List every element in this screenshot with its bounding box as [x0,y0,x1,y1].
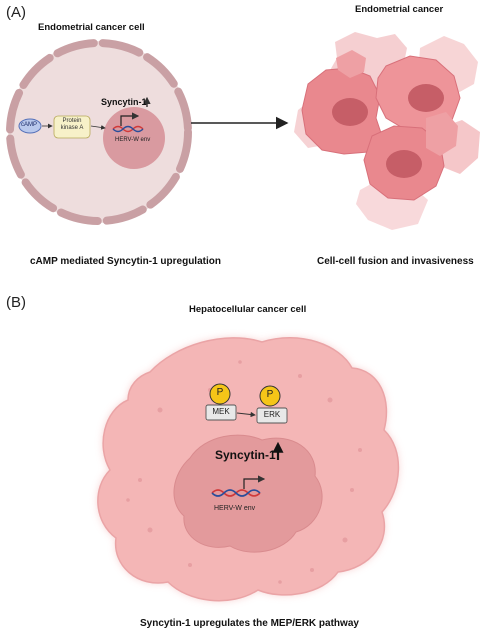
herv-label-b: HERV-W env [214,505,256,512]
cytoplasm-speckles [126,360,362,584]
caption-mep-erk: Syncytin-1 upregulates the MEP/ERK pathw… [140,618,359,629]
herv-label-a: HERV-W env [115,137,151,143]
endometrial-cell [6,39,192,225]
phospho-label-erk: P [266,389,274,400]
pka-to-gene-arrow [90,125,106,130]
syncytin-label-b: Syncytin-1 [215,448,276,462]
panel-b-diagram [97,337,400,602]
camp-label: cAMP [21,122,38,128]
panel-b-label: (B) [6,294,26,311]
panel-a-diagram [6,32,480,230]
mek-to-erk-arrow [236,411,256,418]
phospho-icon-erk [259,385,281,407]
caption-cell-fusion: Cell-cell fusion and invasiveness [317,256,474,267]
dna-helix-icon [112,125,144,133]
camp-node [18,118,42,134]
endometrial-nucleus [103,107,165,169]
mek-label: MEK [212,407,230,416]
pka-label: Protein kinase A [56,118,88,132]
erk-label: ERK [263,410,281,419]
hepatocellular-cell-title: Hepatocellular cancer cell [189,304,307,315]
transcription-arrow [120,112,140,126]
pka-label-line2: kinase A [60,125,84,131]
endometrial-cell-title: Endometrial cancer cell [38,22,145,33]
transcription-arrow-b [243,475,266,489]
syncytin-label-a: Syncytin-1 [101,97,147,107]
endometrial-tumor-cluster [294,32,480,230]
pka-label-line1: Protein [62,118,82,124]
caption-camp-upregulation: cAMP mediated Syncytin-1 upregulation [30,256,221,267]
erk-box [256,407,288,424]
dna-helix-icon-b [211,489,261,497]
panel-a-label: (A) [6,4,26,21]
phospho-icon-mek [209,383,231,405]
phospho-label-mek: P [216,387,224,398]
pka-box [53,115,91,139]
mek-box [205,404,237,421]
endometrial-cancer-title: Endometrial cancer [355,4,444,15]
